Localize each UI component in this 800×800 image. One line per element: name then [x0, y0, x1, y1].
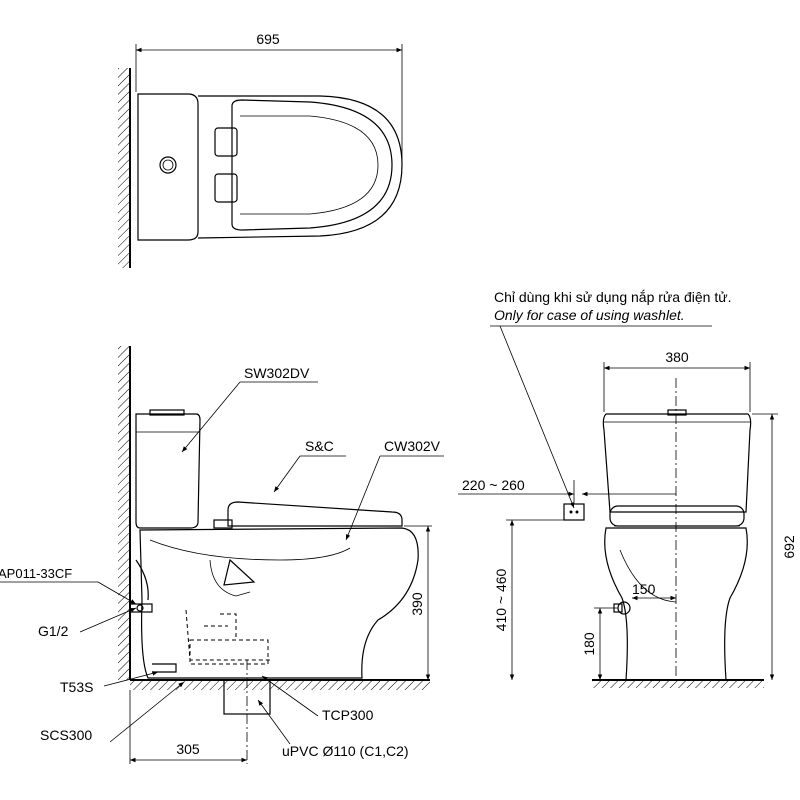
top-tank-outline — [137, 93, 199, 241]
flush-button-top — [159, 156, 177, 174]
side-bowl-outline — [139, 527, 419, 679]
side-view: SW302DV S&C CW302V AP011-33CF G1/2 T53S … — [0, 346, 444, 764]
floor-hatch-side — [130, 680, 430, 690]
front-view: Chỉ dùng khi sử dụng nắp rửa điện tử. On… — [458, 289, 797, 688]
note-english: Only for case of using washlet. — [494, 307, 685, 323]
label-flange: TCP300 — [322, 707, 374, 723]
label-seat: S&C — [305, 438, 334, 454]
label-inlet: G1/2 — [38, 623, 69, 639]
power-socket — [563, 503, 585, 521]
top-bowl-outline — [197, 95, 403, 239]
front-tank-outline — [602, 413, 752, 513]
label-bowl: CW302V — [384, 438, 441, 454]
label-drain: uPVC Ø110 (C1,C2) — [282, 743, 409, 759]
dim-rough-in: 305 — [176, 741, 200, 757]
dim-socket-offset: 220 ~ 260 — [462, 477, 525, 493]
label-tank: SW302DV — [244, 365, 310, 381]
dim-socket-height: 410 ~ 460 — [493, 568, 509, 631]
dim-tank-width: 380 — [665, 349, 689, 365]
dim-supply-height: 180 — [581, 632, 597, 656]
top-view: 695 — [118, 31, 403, 268]
label-hose: T53S — [60, 679, 93, 695]
top-seat-outline — [231, 99, 393, 231]
floor-hatch-front — [592, 680, 764, 688]
wall-hatch-side — [118, 346, 130, 680]
front-seat-outline — [609, 505, 745, 527]
dim-total-height: 692 — [781, 535, 797, 559]
side-seat-outline — [227, 501, 403, 527]
label-fixing: SCS300 — [40, 727, 92, 743]
wall-hatch-top — [118, 68, 130, 268]
front-bowl-outline — [604, 527, 748, 681]
dim-supply-offset: 150 — [632, 581, 656, 597]
side-tank-outline — [135, 413, 201, 529]
dim-top-width: 695 — [256, 31, 280, 47]
dim-seat-height: 390 — [409, 592, 425, 616]
label-angle-valve: AP011-33CF — [0, 566, 72, 581]
note-vietnamese: Chỉ dùng khi sử dụng nắp rửa điện tử. — [494, 289, 731, 305]
